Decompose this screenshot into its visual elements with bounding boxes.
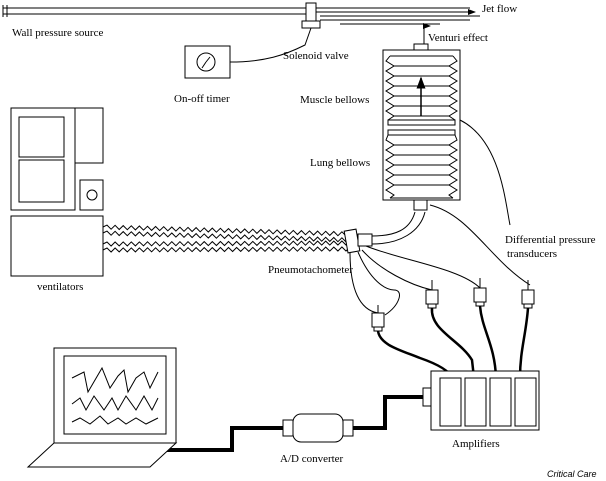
- ventilator-monitor: [10, 107, 104, 211]
- label-diff-pressure-1: Differential pressure: [505, 234, 596, 246]
- label-jet-flow: Jet flow: [482, 3, 517, 15]
- corrugated-tubes: [102, 224, 351, 253]
- signal-cables: [376, 305, 530, 379]
- adc-to-laptop-cable: [160, 426, 287, 452]
- label-ad-converter: A/D converter: [280, 453, 344, 465]
- transducer-sticks: [377, 278, 529, 313]
- amp-to-adc-cable: [350, 395, 423, 430]
- corrugated-tube-line: [102, 224, 351, 237]
- label-ventilators: ventilators: [37, 281, 83, 293]
- bellows-housing: [382, 43, 461, 211]
- ad-converter: [282, 413, 354, 443]
- label-lung-bellows: Lung bellows: [310, 157, 370, 169]
- label-on-off-timer: On-off timer: [174, 93, 230, 105]
- pneumotachometer: [343, 228, 373, 254]
- label-amplifiers: Amplifiers: [452, 438, 500, 450]
- label-muscle-bellows: Muscle bellows: [300, 94, 369, 106]
- jet-flow-lines: [316, 7, 480, 25]
- laptop: [26, 347, 178, 468]
- pneumo-to-bellows-tube: [371, 211, 426, 245]
- ventilator-base: [10, 215, 104, 277]
- transducer-1: [371, 312, 385, 332]
- transducer-tubing: [349, 119, 531, 316]
- corrugated-tube-line: [102, 240, 351, 247]
- label-solenoid-valve: Solenoid valve: [283, 50, 349, 62]
- label-pneumotachometer: Pneumotachometer: [268, 264, 353, 276]
- corrugated-tube-line: [102, 246, 351, 253]
- label-credit: Critical Care: [547, 469, 597, 479]
- laptop-waveforms: [71, 366, 159, 425]
- lung-bellows: [385, 134, 458, 199]
- label-venturi-effect: Venturi effect: [428, 32, 488, 44]
- transducer-4: [521, 289, 535, 309]
- label-diff-pressure-2: transducers: [507, 248, 557, 260]
- transducer-3: [473, 287, 487, 307]
- corrugated-tube-line: [102, 230, 351, 243]
- venturi-arrow: [423, 23, 431, 50]
- timer-to-valve-wire: [229, 27, 312, 63]
- wall-pressure-pipe: [2, 5, 306, 17]
- transducer-2: [425, 289, 439, 309]
- on-off-timer: [184, 45, 231, 79]
- bellows-plate: [387, 119, 456, 136]
- solenoid-valve: [301, 2, 321, 29]
- amplifiers: [422, 370, 540, 431]
- label-wall-pressure-source: Wall pressure source: [12, 27, 103, 39]
